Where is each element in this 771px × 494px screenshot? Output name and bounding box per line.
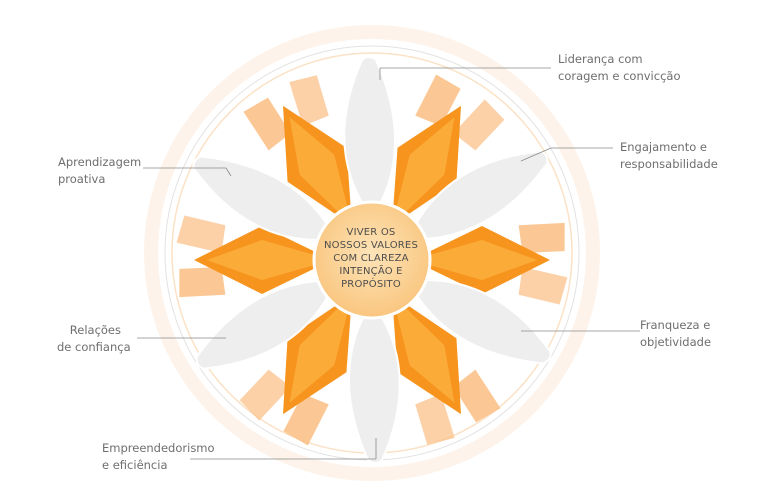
petal-franqueza xyxy=(406,279,552,365)
peach-tab xyxy=(176,215,226,253)
value-label-franqueza: Franqueza e objetividade xyxy=(640,318,712,349)
petal-engajamento xyxy=(406,150,549,241)
peach-tab xyxy=(179,267,226,298)
leader-lines xyxy=(137,67,640,460)
peach-tab xyxy=(518,222,565,253)
peach-tab xyxy=(415,74,461,127)
leader-line-aprendizagem-d xyxy=(225,167,232,177)
value-label-empreendedorismo: Empreendedorismo e eficiência xyxy=(102,441,215,472)
orange-diamond xyxy=(194,226,332,294)
center-line: COM CLAREZA xyxy=(333,253,409,264)
white-petals xyxy=(192,56,552,464)
center-line: PROPÓSITO xyxy=(341,279,401,290)
peach-tab xyxy=(415,393,455,445)
petal-aprendizagem xyxy=(192,155,338,241)
peach-tab xyxy=(243,97,291,151)
peach-tab xyxy=(289,75,329,127)
value-label-relacoes: Relações de confiança xyxy=(57,323,131,354)
petal-lideranca xyxy=(343,56,396,220)
value-label-aprendizagem: Aprendizagem proativa xyxy=(58,155,142,186)
center-circle xyxy=(312,200,432,320)
peach-tab xyxy=(518,267,568,305)
orange-diamond xyxy=(392,294,461,415)
peach-tabs xyxy=(176,74,568,446)
value-label-engajamento: Engajamento e responsabilidade xyxy=(620,140,718,171)
peach-tab xyxy=(239,369,291,421)
center-line: NOSSOS VALORES xyxy=(324,240,418,251)
peach-tab xyxy=(453,369,501,423)
center-line: INTENÇÃO E xyxy=(339,266,403,277)
orange-diamond xyxy=(283,294,352,415)
peach-tab xyxy=(453,99,505,151)
leader-line-engajamento xyxy=(520,147,552,162)
orange-diamonds xyxy=(194,105,550,415)
center-message: VIVER OS NOSSOS VALORES COM CLAREZA INTE… xyxy=(313,226,429,291)
orange-diamond xyxy=(392,105,461,226)
petal-relacoes xyxy=(195,279,338,370)
orange-diamond xyxy=(412,226,550,294)
peach-tab xyxy=(283,393,329,446)
center-line: VIVER OS xyxy=(346,227,396,238)
value-label-lideranca: Liderança com coragem e convicção xyxy=(558,52,681,83)
orange-diamond xyxy=(283,105,352,226)
petal-empreendedorismo xyxy=(348,300,401,464)
